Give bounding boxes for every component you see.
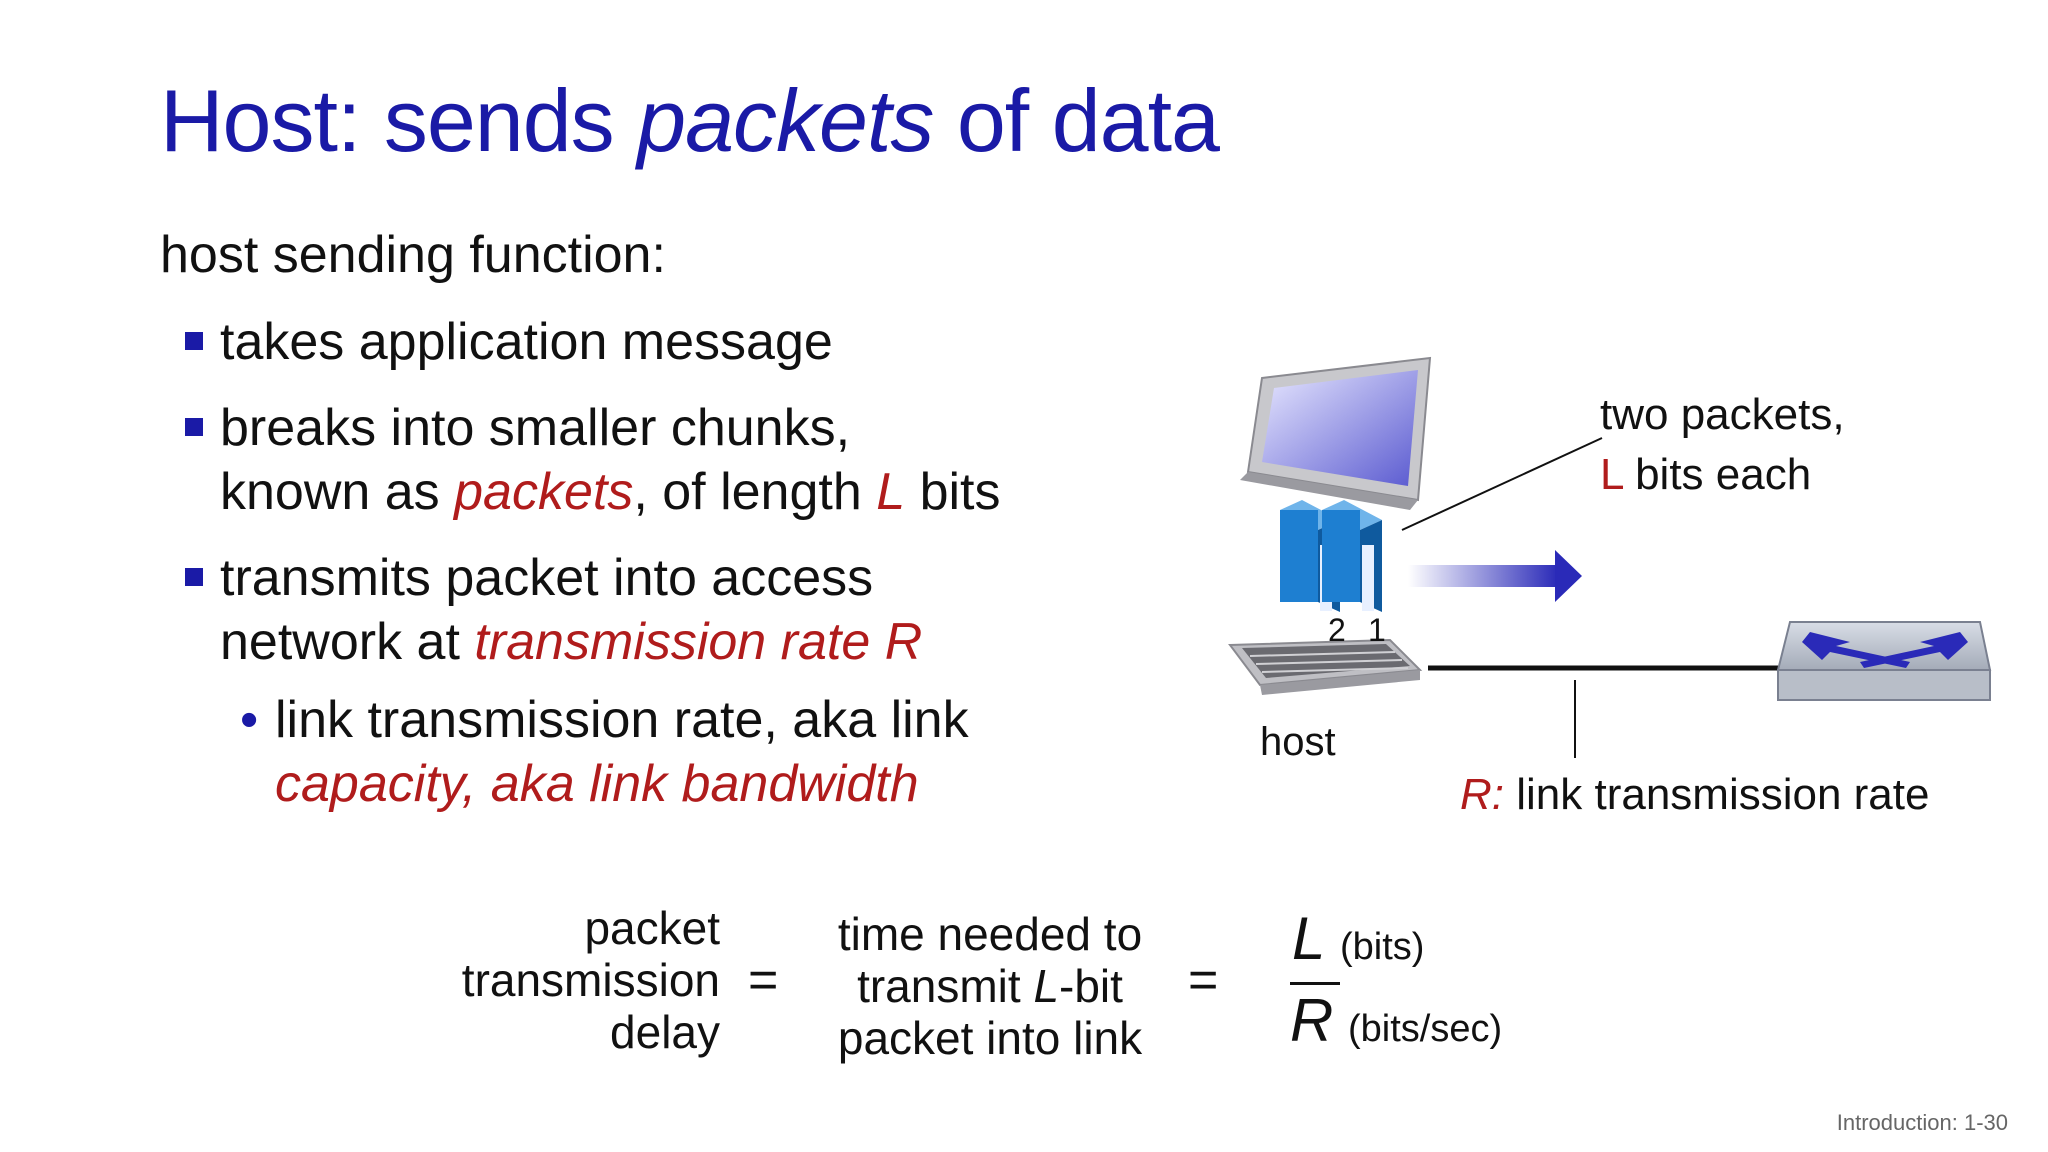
highlight-packets: packets [454,463,634,521]
highlight-L: L [876,463,906,521]
bullet-text: takes application message [220,313,833,371]
formula-middle-line2: transmit L-bit [800,960,1180,1012]
formula: packet transmission delay = time needed … [0,890,2048,1090]
page-title: Host: sends packets of data [160,70,1220,172]
slide-footer: Introduction: 1-30 [1836,1110,2008,1135]
text-segment: known as [220,463,455,521]
text-segment: network at [220,613,475,671]
arrow-icon [1408,550,1582,602]
formula-left-line1: packet [584,902,720,954]
formula-middle: time needed to transmit L-bit packet int… [800,908,1180,1064]
monitor-icon [1240,356,1432,510]
diagram-svg [1228,356,1992,758]
title-text-2: of data [933,71,1220,170]
keyboard-icon [1228,638,1423,695]
sub-bullet-text: link transmission rate, aka link [275,691,969,749]
bullet-text-line2: network at transmission rate R [220,610,1085,674]
bullet-square-icon [185,568,203,586]
packet-number-1: 1 [1368,612,1386,648]
intro-text: host sending function: [160,226,666,284]
text-segment: , of length [633,463,877,521]
rate-label: R: link transmission rate [1460,770,1929,820]
denominator-unit: (bits/sec) [1348,1008,1503,1050]
bullet-square-icon [185,332,203,350]
sub-bullet-highlight: capacity, aka link bandwidth [275,755,919,813]
bullet-text: transmits packet into access [220,549,874,607]
bullet-item-3: transmits packet into access network at … [185,546,1085,674]
title-text-italic: packets [637,71,934,170]
text-segment: bits [905,463,1001,521]
numerator-unit: (bits) [1340,926,1425,968]
leader-line [1401,437,1603,531]
formula-left: packet transmission delay [390,902,720,1058]
packets-label-line1: two packets, [1600,390,1845,439]
sub-bullet-item: • link transmission rate, aka link capac… [185,688,1085,816]
host-label: host [1260,720,1336,764]
bullet-dot-icon: • [240,691,259,749]
bullet-square-icon [185,418,203,436]
bullet-list: takes application message breaks into sm… [185,310,1085,816]
bullet-item-2: breaks into smaller chunks, known as pac… [185,396,1085,524]
packets-label-line2: L bits each [1600,450,1811,500]
highlight-rate: transmission rate R [474,613,923,671]
packet-number-2: 2 [1328,612,1346,648]
formula-middle-line3: packet into link [837,1012,1143,1064]
formula-middle-line1: time needed to [837,908,1143,960]
rate-label-text: link transmission rate [1504,770,1930,819]
packets-label-text: bits each [1622,450,1812,499]
text-segment: transmit [857,960,1034,1012]
host-diagram: two packets, L bits each 2 1 host R: lin… [1190,350,2010,830]
fraction-denominator: R [1290,987,1334,1054]
bullet-text: breaks into smaller chunks, [220,399,851,457]
switch-icon [1776,621,1992,701]
fraction-bar [1290,982,1340,985]
text-L-italic: L [1033,960,1060,1012]
equals-sign-2: = [1188,951,1219,1009]
formula-left-line3: delay [610,1006,720,1058]
formula-left-line2: transmission [461,954,720,1006]
packet-icon-1 [1322,500,1382,612]
bullet-text-line2: known as packets, of length L bits [220,460,1085,524]
packets-label-L: L [1600,450,1623,499]
bullet-item-1: takes application message [185,310,1085,374]
title-text-1: Host: sends [160,71,638,170]
rate-label-R: R: [1460,770,1504,819]
equals-sign-1: = [748,951,779,1009]
text-segment: -bit [1059,960,1123,1012]
fraction-numerator: L [1292,905,1326,972]
